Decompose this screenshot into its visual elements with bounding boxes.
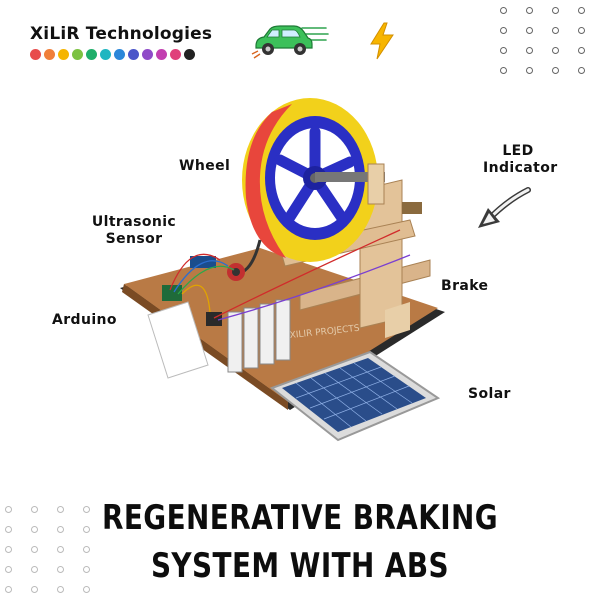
title-line2: SYSTEM WITH ABS xyxy=(150,546,450,586)
solar-panel xyxy=(269,350,441,442)
label-led-line1: LED xyxy=(502,143,534,159)
regenerative-braking-device: XILIR PROJECTS xyxy=(120,98,445,442)
green-car-icon xyxy=(251,25,329,59)
label-led-line2: Indicator xyxy=(483,160,558,176)
brand-color-dot xyxy=(58,49,69,60)
label-solar: Solar xyxy=(468,386,511,402)
brand-color-dot xyxy=(128,49,139,60)
battery-pack xyxy=(227,299,291,373)
dot-grid-top-right xyxy=(500,7,585,74)
brand-color-dot xyxy=(86,49,97,60)
brand-block: XiLiR Technologies xyxy=(30,24,212,60)
label-ultrasonic-line2: Sensor xyxy=(105,231,163,247)
brand-color-dot xyxy=(30,49,41,60)
label-ultrasonic-sensor: Ultrasonic Sensor xyxy=(90,214,178,248)
curved-arrow-icon xyxy=(478,187,531,228)
title-line1: REGENERATIVE BRAKING xyxy=(101,498,499,538)
label-arduino: Arduino xyxy=(52,312,117,328)
brand-color-dot xyxy=(44,49,55,60)
dot-grid-bottom-left xyxy=(5,506,90,593)
brand-color-dot xyxy=(170,49,181,60)
wheel-illustration xyxy=(242,98,378,262)
brand-color-dot xyxy=(114,49,125,60)
brand-color-dot xyxy=(184,49,195,60)
brand-color-dot xyxy=(72,49,83,60)
label-led-indicator: LED Indicator xyxy=(483,143,558,177)
label-ultrasonic-line1: Ultrasonic xyxy=(91,214,177,230)
brand-color-dot xyxy=(156,49,167,60)
lightning-bolt-icon xyxy=(370,22,394,60)
brand-name: XiLiR Technologies xyxy=(30,24,213,44)
label-brake: Brake xyxy=(441,278,489,294)
brand-color-dot xyxy=(100,49,111,60)
brand-color-dot xyxy=(142,49,153,60)
label-wheel: Wheel xyxy=(179,158,231,174)
brand-color-dots xyxy=(30,49,212,60)
